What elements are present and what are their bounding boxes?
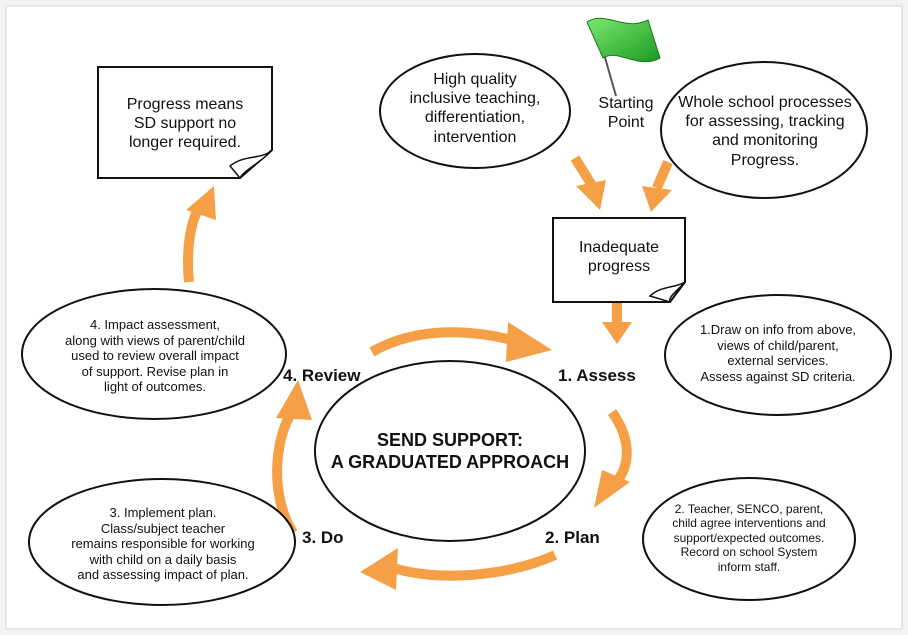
arrowhead-left-to-inadequate <box>576 180 606 210</box>
center-title-line2: A GRADUATED APPROACH <box>330 451 570 472</box>
arrowhead-to-progress <box>186 186 216 220</box>
arrow-right-ellipse-to-inadequate <box>652 160 673 190</box>
top-right-ellipse-text: Whole school processes for assessing, tr… <box>678 94 852 169</box>
arrowhead-plan-to-do <box>360 548 398 590</box>
step-assess-label: 1. Assess <box>558 366 636 385</box>
note-progress <box>97 66 273 180</box>
arrowhead-inadequate-to-assess <box>602 322 632 344</box>
step-review-label: 4. Review <box>283 366 361 385</box>
arrowhead-do-to-review <box>276 380 312 420</box>
progress-note-text: Progress means SD support no longer requ… <box>126 96 244 152</box>
top-left-ellipse-text: High quality inclusive teaching, differe… <box>409 71 541 146</box>
detail-plan-ellipse <box>642 477 856 601</box>
detail-do-text: 3. Implement plan. Class/subject teacher… <box>71 505 255 583</box>
arrowhead-review-to-assess <box>506 322 552 362</box>
step-do-label: 3. Do <box>302 528 344 547</box>
detail-plan-text: 2. Teacher, SENCO, parent, child agree i… <box>672 502 826 574</box>
detail-assess-text: 1.Draw on info from above, views of chil… <box>699 322 857 384</box>
note-inadequate <box>552 217 686 304</box>
arrowhead-assess-to-plan <box>594 470 630 508</box>
detail-review-ellipse <box>21 288 287 420</box>
arrow-review-to-assess <box>369 327 522 357</box>
starting-point-label: Starting Point <box>598 95 654 132</box>
center-ellipse <box>314 360 586 542</box>
center-title: SEND SUPPORT: A GRADUATED APPROACH <box>330 430 570 473</box>
detail-do-ellipse <box>28 478 296 606</box>
top-left-ellipse <box>379 53 571 169</box>
center-title-line1: SEND SUPPORT: <box>376 430 524 450</box>
inadequate-progress-text: Inadequate progress <box>578 239 660 276</box>
flag-icon <box>586 17 661 97</box>
detail-assess-ellipse <box>664 294 892 416</box>
arrowhead-right-to-inadequate <box>642 186 672 212</box>
step-plan-label: 2. Plan <box>545 528 600 547</box>
arrow-plan-to-do <box>386 550 558 581</box>
arrowheads <box>186 180 672 590</box>
detail-review-text: 4. Impact assessment, along with views o… <box>65 317 245 395</box>
top-right-ellipse <box>660 61 868 199</box>
